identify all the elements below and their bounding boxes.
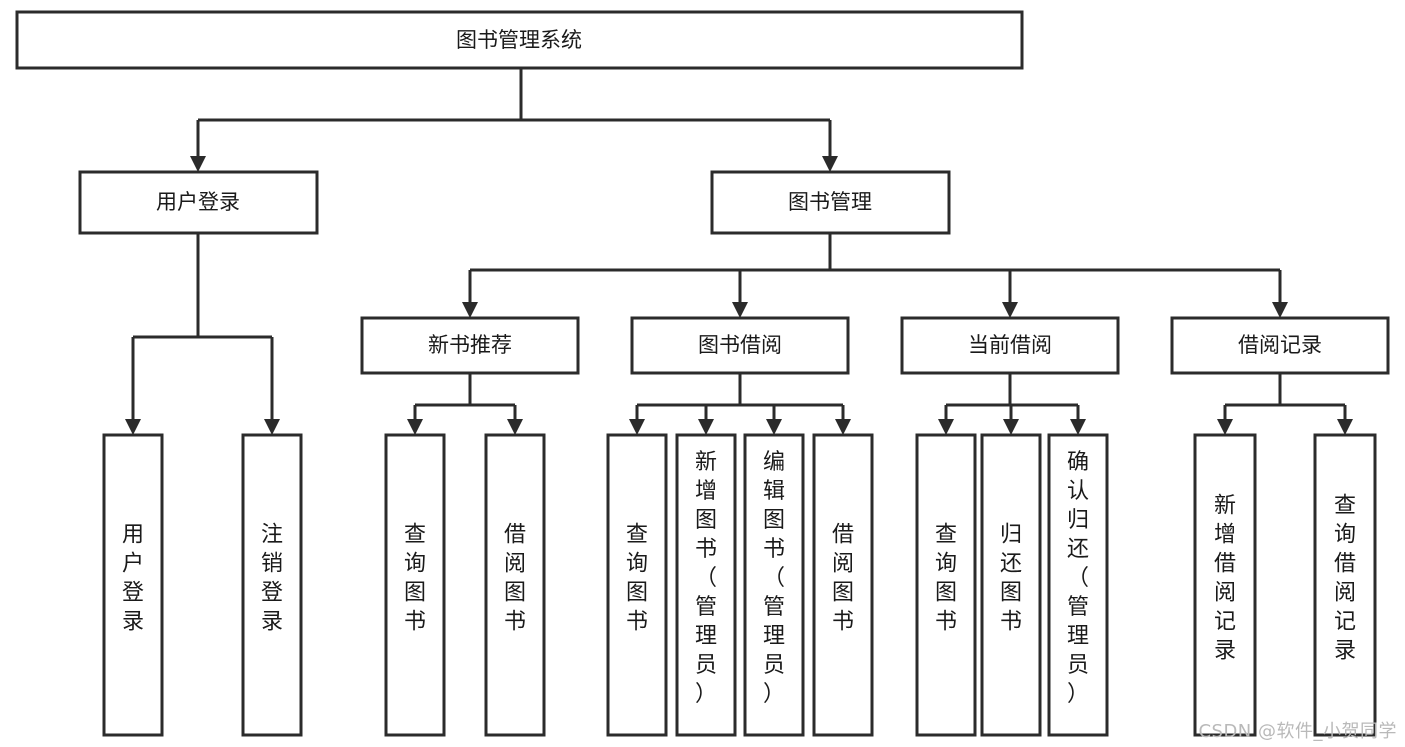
node-book-borrow-label: 图书借阅 (698, 333, 782, 357)
leaf-query-record-label: 查询借阅记录 (1334, 494, 1356, 664)
node-book-management[interactable]: 图书管理 (710, 170, 951, 235)
leaf-query-record[interactable]: 查询借阅记录 (1313, 433, 1377, 737)
leaf-add-record-box[interactable] (1193, 433, 1257, 737)
node-book-borrow[interactable]: 图书借阅 (630, 316, 850, 375)
leaf-user-logout-label: 注销登录 (261, 523, 283, 635)
node-new-book-recommend-box[interactable] (360, 316, 580, 375)
arrow-head-add-book (698, 419, 714, 435)
leaf-return-book[interactable]: 归还图书 (980, 433, 1042, 737)
leaf-query-book-3-label: 查询图书 (935, 523, 957, 635)
arrow-head-book-borrow (732, 302, 748, 318)
arrow-head-add-record (1217, 419, 1233, 435)
leaf-query-book-2[interactable]: 查询图书 (606, 433, 668, 737)
leaf-add-record-label: 新增借阅记录 (1214, 494, 1236, 664)
leaf-borrow-book-2-box[interactable] (812, 433, 874, 737)
leaf-query-book-1-label: 查询图书 (404, 523, 426, 635)
arrow-head-query-record (1337, 419, 1353, 435)
leaf-add-book[interactable]: 新增图书（管理员） (675, 433, 737, 737)
arrow-head-leaf-user-login (125, 419, 141, 435)
node-new-book-recommend-label: 新书推荐 (428, 333, 512, 357)
leaf-edit-book[interactable]: 编辑图书（管理员） (743, 433, 805, 737)
leaf-query-book-1-box[interactable] (384, 433, 446, 737)
arrow-head-user-login (190, 156, 206, 172)
leaf-user-login-label: 用户登录 (122, 523, 144, 635)
leaf-borrow-book-1-box[interactable] (484, 433, 546, 737)
node-borrow-record[interactable]: 借阅记录 (1170, 316, 1390, 375)
leaf-query-book-3-box[interactable] (915, 433, 977, 737)
arrow-head-current-borrow (1002, 302, 1018, 318)
leaf-confirm-return[interactable]: 确认归还（管理员） (1047, 433, 1109, 737)
leaf-return-book-label: 归还图书 (1000, 523, 1022, 635)
node-book-management-label: 图书管理 (788, 190, 872, 214)
leaf-add-record[interactable]: 新增借阅记录 (1193, 433, 1257, 737)
leaf-query-book-1[interactable]: 查询图书 (384, 433, 446, 737)
leaf-query-book-2-box[interactable] (606, 433, 668, 737)
leaf-add-book-label: 新增图书（管理员） (695, 450, 717, 707)
node-user-login-label: 用户登录 (156, 190, 240, 214)
node-current-borrow-label: 当前借阅 (968, 333, 1052, 357)
leaf-borrow-book-1[interactable]: 借阅图书 (484, 433, 546, 737)
leaf-edit-book-box[interactable] (743, 433, 805, 737)
arrow-head-return-book (1003, 419, 1019, 435)
node-root-system-label: 图书管理系统 (456, 28, 582, 52)
node-borrow-record-box[interactable] (1170, 316, 1390, 375)
leaf-borrow-book-1-label: 借阅图书 (504, 523, 526, 635)
arrow-head-borrow-record (1272, 302, 1288, 318)
node-root-system-box[interactable] (15, 10, 1024, 70)
leaf-query-record-box[interactable] (1313, 433, 1377, 737)
arrow-head-confirm-return (1070, 419, 1086, 435)
leaf-borrow-book-2-label: 借阅图书 (832, 523, 854, 635)
arrow-head-edit-book (766, 419, 782, 435)
leaf-query-book-2-label: 查询图书 (626, 523, 648, 635)
leaf-user-logout[interactable]: 注销登录 (241, 433, 303, 737)
leaf-user-login[interactable]: 用户登录 (102, 433, 164, 737)
arrow-head-new-book-recommend (462, 302, 478, 318)
node-user-login[interactable]: 用户登录 (78, 170, 319, 235)
leaf-edit-book-label: 编辑图书（管理员） (763, 450, 785, 707)
leaf-confirm-return-box[interactable] (1047, 433, 1109, 737)
node-root-system[interactable]: 图书管理系统 (15, 10, 1024, 70)
node-user-login-box[interactable] (78, 170, 319, 235)
arrow-head-query-book-3 (938, 419, 954, 435)
arrow-head-leaf-user-logout (264, 419, 280, 435)
leaf-return-book-box[interactable] (980, 433, 1042, 737)
node-borrow-record-label: 借阅记录 (1238, 333, 1322, 357)
arrow-head-borrow-book-1 (507, 419, 523, 435)
arrow-head-query-book-1 (407, 419, 423, 435)
connector-layer (125, 68, 1353, 435)
node-book-management-box[interactable] (710, 170, 951, 235)
node-book-borrow-box[interactable] (630, 316, 850, 375)
arrow-head-book-management (822, 156, 838, 172)
arrow-head-query-book-2 (629, 419, 645, 435)
node-new-book-recommend[interactable]: 新书推荐 (360, 316, 580, 375)
arrow-head-borrow-book-2 (835, 419, 851, 435)
node-current-borrow[interactable]: 当前借阅 (900, 316, 1120, 375)
leaf-confirm-return-label: 确认归还（管理员） (1067, 450, 1089, 707)
leaf-user-logout-box[interactable] (241, 433, 303, 737)
leaf-add-book-box[interactable] (675, 433, 737, 737)
node-current-borrow-box[interactable] (900, 316, 1120, 375)
leaf-query-book-3[interactable]: 查询图书 (915, 433, 977, 737)
leaf-borrow-book-2[interactable]: 借阅图书 (812, 433, 874, 737)
node-layer: 图书管理系统 用户登录 图书管理 新书推荐 图书借阅 当前 (15, 10, 1390, 737)
leaf-user-login-box[interactable] (102, 433, 164, 737)
